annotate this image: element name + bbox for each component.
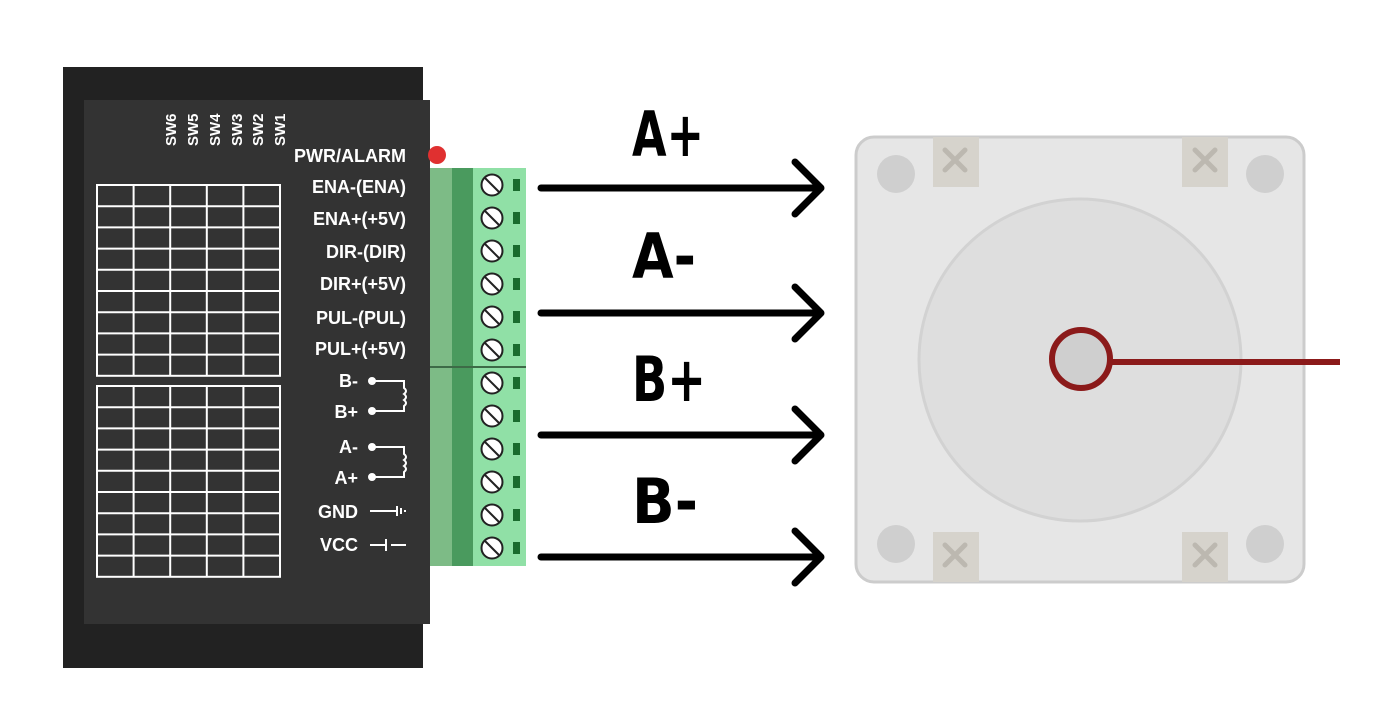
label-a-minus: A- [339, 437, 358, 457]
terminal-block [430, 168, 526, 566]
motor-shaft [1049, 327, 1113, 391]
switch-label-sw5: SW5 [185, 113, 202, 146]
switch-label-sw4: SW4 [207, 113, 224, 146]
motor-mount-hole-br [1246, 525, 1284, 563]
terminal-pin-1 [513, 179, 520, 191]
motor-mount-hole-tr [1246, 155, 1284, 193]
wire-labels: A+ A- B+ B- [632, 98, 706, 538]
label-ena-plus: ENA+(+5V) [313, 209, 406, 229]
terminal-pin-11 [513, 509, 520, 521]
terminal-screw-3 [480, 239, 520, 263]
dip-switch-labels: SW6 SW5 SW4 SW3 SW2 SW1 [163, 113, 289, 146]
switch-label-sw3: SW3 [229, 113, 246, 146]
stepper-driver: SW6 SW5 SW4 SW3 SW2 SW1 PWR/ALARM ENA-(E… [63, 67, 446, 668]
terminal-screw-1 [480, 173, 520, 197]
terminal-pin-5 [513, 311, 520, 323]
wire-label-a-plus: A+ [632, 98, 704, 171]
terminal-pin-2 [513, 212, 520, 224]
terminal-screw-10 [480, 470, 520, 494]
terminal-screw-4 [480, 272, 520, 296]
terminal-screw-12 [480, 536, 520, 560]
motor-mount-hole-tl [877, 155, 915, 193]
label-a-plus: A+ [334, 468, 358, 488]
signal-labels: ENA-(ENA) ENA+(+5V) DIR-(DIR) DIR+(+5V) … [312, 177, 406, 359]
motor-screw-x-tr [1192, 147, 1218, 173]
stepper-motor [854, 135, 1340, 584]
driver-panel [84, 100, 430, 624]
coil-symbol-a [368, 443, 407, 481]
terminal-pin-7 [513, 377, 520, 389]
label-pul-minus: PUL-(PUL) [316, 308, 406, 328]
terminal-screws [480, 173, 520, 560]
motor-screw-x-br [1192, 542, 1218, 568]
switch-label-sw2: SW2 [250, 113, 267, 146]
pwr-alarm-label: PWR/ALARM [294, 146, 406, 166]
coil-symbol-b [368, 377, 407, 415]
label-gnd: GND [318, 502, 358, 522]
switch-label-sw6: SW6 [163, 113, 180, 146]
wire-b-minus [537, 527, 825, 587]
microstep-settings-table [96, 385, 281, 578]
motor-pin-labels: B- B+ A- A+ [334, 371, 358, 488]
wires [537, 158, 825, 587]
terminal-pin-8 [513, 410, 520, 422]
label-b-minus: B- [339, 371, 358, 391]
wire-label-b-plus: B+ [632, 343, 706, 416]
terminal-screw-7 [480, 371, 520, 395]
motor-screw-x-bl [942, 542, 968, 568]
microstep-table-frame [96, 385, 281, 578]
current-settings-table [96, 184, 281, 377]
wire-a-minus [537, 283, 825, 343]
terminal-screw-9 [480, 437, 520, 461]
terminal-screw-2 [480, 206, 520, 230]
terminal-pin-6 [513, 344, 520, 356]
switch-label-sw1: SW1 [272, 113, 289, 146]
label-ena-minus: ENA-(ENA) [312, 177, 406, 197]
wire-label-a-minus: A- [632, 220, 696, 293]
terminal-screw-6 [480, 338, 520, 362]
label-dir-minus: DIR-(DIR) [326, 242, 406, 262]
label-b-plus: B+ [334, 402, 358, 422]
wire-a-plus [537, 158, 825, 218]
label-pul-plus: PUL+(+5V) [315, 339, 406, 359]
terminal-screw-11 [480, 503, 520, 527]
terminal-pin-9 [513, 443, 520, 455]
wire-b-plus [537, 405, 825, 465]
wire-label-b-minus: B- [632, 465, 698, 538]
label-dir-plus: DIR+(+5V) [320, 274, 406, 294]
terminal-pin-12 [513, 542, 520, 554]
current-table-frame [96, 184, 281, 377]
terminal-pin-4 [513, 278, 520, 290]
terminal-screw-5 [480, 305, 520, 329]
terminal-pin-10 [513, 476, 520, 488]
label-vcc: VCC [320, 535, 358, 555]
motor-screw-x-tl [942, 147, 968, 173]
motor-mount-hole-bl [877, 525, 915, 563]
terminal-screw-8 [480, 404, 520, 428]
ground-symbol [370, 506, 406, 516]
terminal-pin-3 [513, 245, 520, 257]
pwr-alarm-led [428, 146, 446, 164]
vcc-symbol [370, 539, 406, 551]
